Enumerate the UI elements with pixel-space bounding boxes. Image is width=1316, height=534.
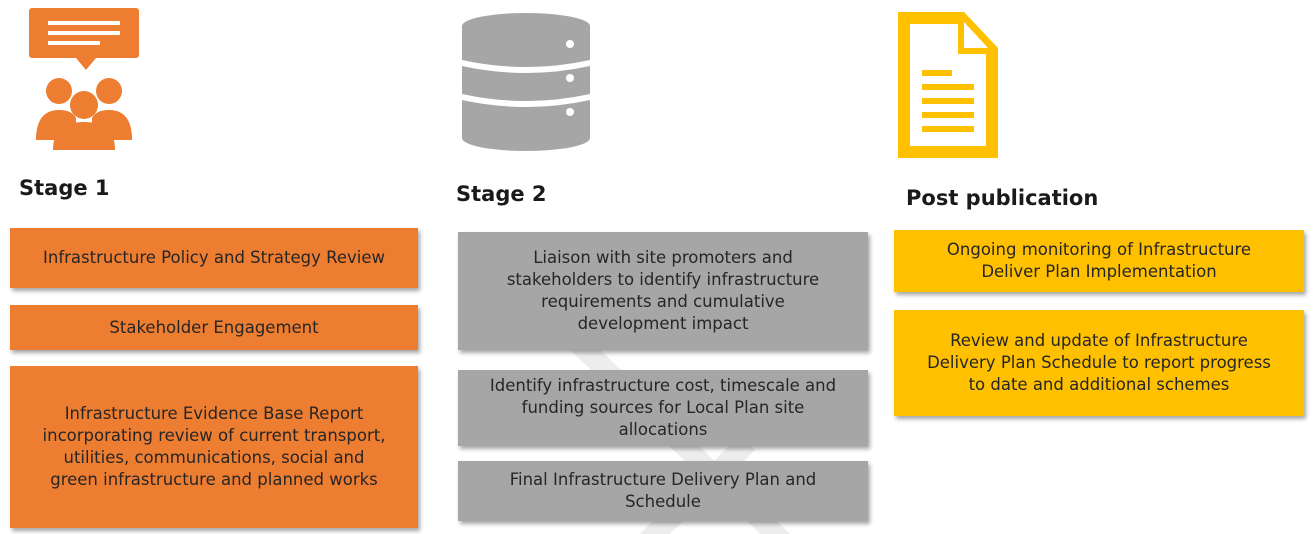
- post-box-review-update: Review and update of Infrastructure Deli…: [894, 310, 1304, 416]
- stage1-box-evidence-base-report: Infrastructure Evidence Base Report inco…: [10, 366, 418, 528]
- stage2-box-final-plan-label: Final Infrastructure Delivery Plan and S…: [509, 470, 817, 511]
- stage1-heading: Stage 1: [19, 176, 110, 200]
- stage1-box-stakeholder-engagement-label: Stakeholder Engagement: [109, 317, 319, 337]
- database-icon: [462, 13, 590, 151]
- post-box-monitoring: Ongoing monitoring of Infrastructure Del…: [894, 230, 1304, 292]
- stage1-box-policy-review: Infrastructure Policy and Strategy Revie…: [10, 228, 418, 288]
- document-icon: [898, 12, 998, 158]
- post-box-monitoring-label: Ongoing monitoring of Infrastructure Del…: [946, 240, 1252, 281]
- stage1-box-policy-review-label: Infrastructure Policy and Strategy Revie…: [43, 248, 385, 267]
- stage1-box-stakeholder-engagement: Stakeholder Engagement: [10, 305, 418, 350]
- stage2-box-liaison: Liaison with site promoters and stakehol…: [458, 232, 868, 350]
- people-speech-bubble-icon: [29, 8, 139, 150]
- stage1-box-evidence-base-report-label: Infrastructure Evidence Base Report inco…: [42, 404, 386, 489]
- post-box-review-update-label: Review and update of Infrastructure Deli…: [927, 331, 1271, 394]
- post-publication-heading: Post publication: [906, 186, 1099, 210]
- stage2-box-liaison-label: Liaison with site promoters and stakehol…: [506, 248, 820, 333]
- stage2-heading: Stage 2: [456, 182, 547, 206]
- stage2-box-identify-cost-label: Identify infrastructure cost, timescale …: [489, 376, 837, 439]
- stage2-box-final-plan: Final Infrastructure Delivery Plan and S…: [458, 461, 868, 521]
- stage2-box-identify-cost: Identify infrastructure cost, timescale …: [458, 370, 868, 446]
